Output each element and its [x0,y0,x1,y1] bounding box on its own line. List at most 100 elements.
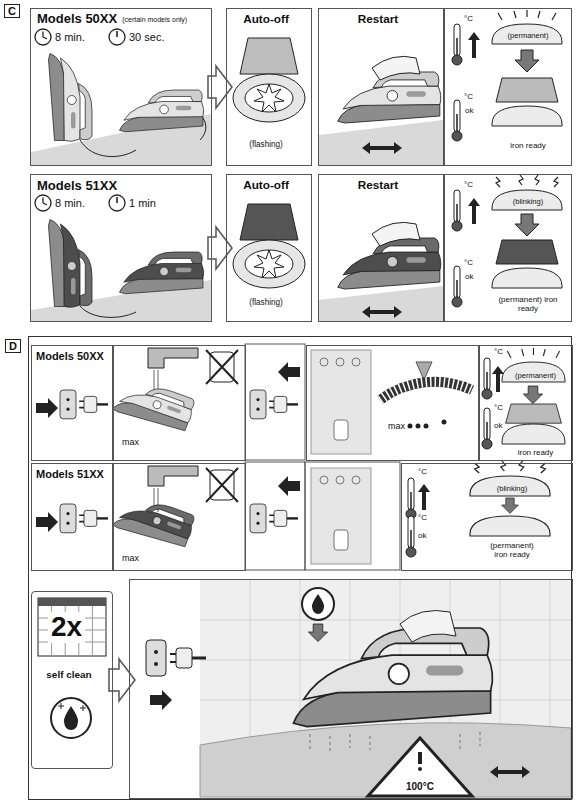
drawing-part [112,374,196,435]
panel-label: ok [465,273,473,282]
panel-label: 8 min. [55,197,85,209]
drawing-part [498,10,556,20]
drawing-part [416,424,421,429]
drawing-part [515,214,539,236]
drawing-part [305,462,400,570]
drawing-part [418,484,430,510]
drawing-part [35,29,51,45]
drawing-part [233,74,305,122]
drawing-part [49,220,93,308]
drawing-part [200,580,571,797]
section-container: CModels 50XX(certain models only)8 min.3… [2,2,575,328]
drawing-part [240,38,298,74]
drawing-part [302,588,334,620]
step-panel: Models 50XX [31,345,113,461]
drawing-part [502,424,565,444]
drawing-part [254,250,284,278]
drawing-part [452,24,462,65]
drawing-part [515,50,539,72]
panel-label: iron ready [493,142,563,151]
drawing-part [312,594,324,614]
drawing-part [496,240,558,264]
drawing-part [406,516,416,557]
drawing-part [380,382,472,400]
drawing-part [319,286,443,321]
panel-heading: Auto-off [223,13,309,26]
drawing-part [418,767,422,771]
drawing-part [442,420,447,425]
drawing-part [406,478,416,519]
panel-heading: self clean [28,670,110,681]
panel-heading: Restart [315,13,441,26]
panel-label: °C [494,348,503,357]
panel-label: (flashing) [223,299,309,308]
drawing-part [502,498,519,513]
drawing-part [372,56,420,80]
drawing-part [468,32,480,58]
drawing-part [200,723,571,797]
drawing-part [320,476,328,484]
panel-label: 8 min. [55,31,85,43]
panel-heading: D [5,339,21,353]
drawing-part [80,306,136,317]
panel-label: (permanent) iron ready [487,542,537,560]
drawing-part [150,690,172,710]
drawing-part [352,358,360,366]
drawing-part [507,348,559,358]
indicator-panel: °C(blinking)°Cok(permanent) iron ready [401,463,573,571]
drawing-part [334,420,348,440]
drawing-part [278,362,300,382]
drawing-part [148,348,198,394]
panel-heading: Auto-off [223,179,309,192]
drawing-part [109,29,125,45]
drawing-part [60,504,108,533]
drawing-part [362,142,402,154]
section-frame: DModels 50XXmaxmax°C(permanent)°Cokiron … [28,336,572,800]
drawing-part [310,732,480,752]
drawing-part [308,624,327,642]
panel-heading: Models 51XX [36,468,104,480]
step-panel: Models 51XX [31,463,113,571]
drawing-part [58,703,86,711]
drawing-part [452,100,462,141]
drawing-part [200,118,206,140]
drawing-part [245,84,293,112]
drawing-part [492,190,562,210]
drawing-part [80,140,136,157]
drawing-part [362,306,402,318]
drawing-part [418,752,422,764]
drawing-part [240,204,298,240]
step-panel: max [306,345,479,461]
step-panel: max [113,463,246,571]
drawing-part [470,516,550,536]
drawing-part [380,382,472,400]
drawing-part [293,628,492,727]
drawing-part [233,240,305,288]
panel-label: °C [464,181,473,190]
drawing-part [36,512,58,532]
panel-label: ok [465,107,473,116]
step-panel: max [113,345,246,461]
panel-label: (blinking) [472,485,552,493]
panel-label: (permanent) iron ready [493,296,563,314]
drawing-part [250,390,298,419]
drawing-part [452,190,462,231]
drawing-part [38,598,106,656]
panel-label: ok [494,422,502,431]
drawing-part [206,350,238,384]
panel-label: (permanent) [493,32,563,40]
drawing-part [320,358,328,366]
drawing-part [146,640,206,676]
panel-label: °C [418,514,427,523]
step-panel: Auto-off(flashing) [226,8,312,166]
panel-label: max [122,438,139,448]
drawing-part [38,598,106,606]
drawing-part [338,238,441,289]
panel-label: ok [418,532,426,541]
drawing-part [468,198,480,224]
step-panel: Models 51XX8 min.1 min [30,174,212,322]
step-panel: 100°C [129,579,573,799]
panel-heading: 100°C [406,781,434,792]
